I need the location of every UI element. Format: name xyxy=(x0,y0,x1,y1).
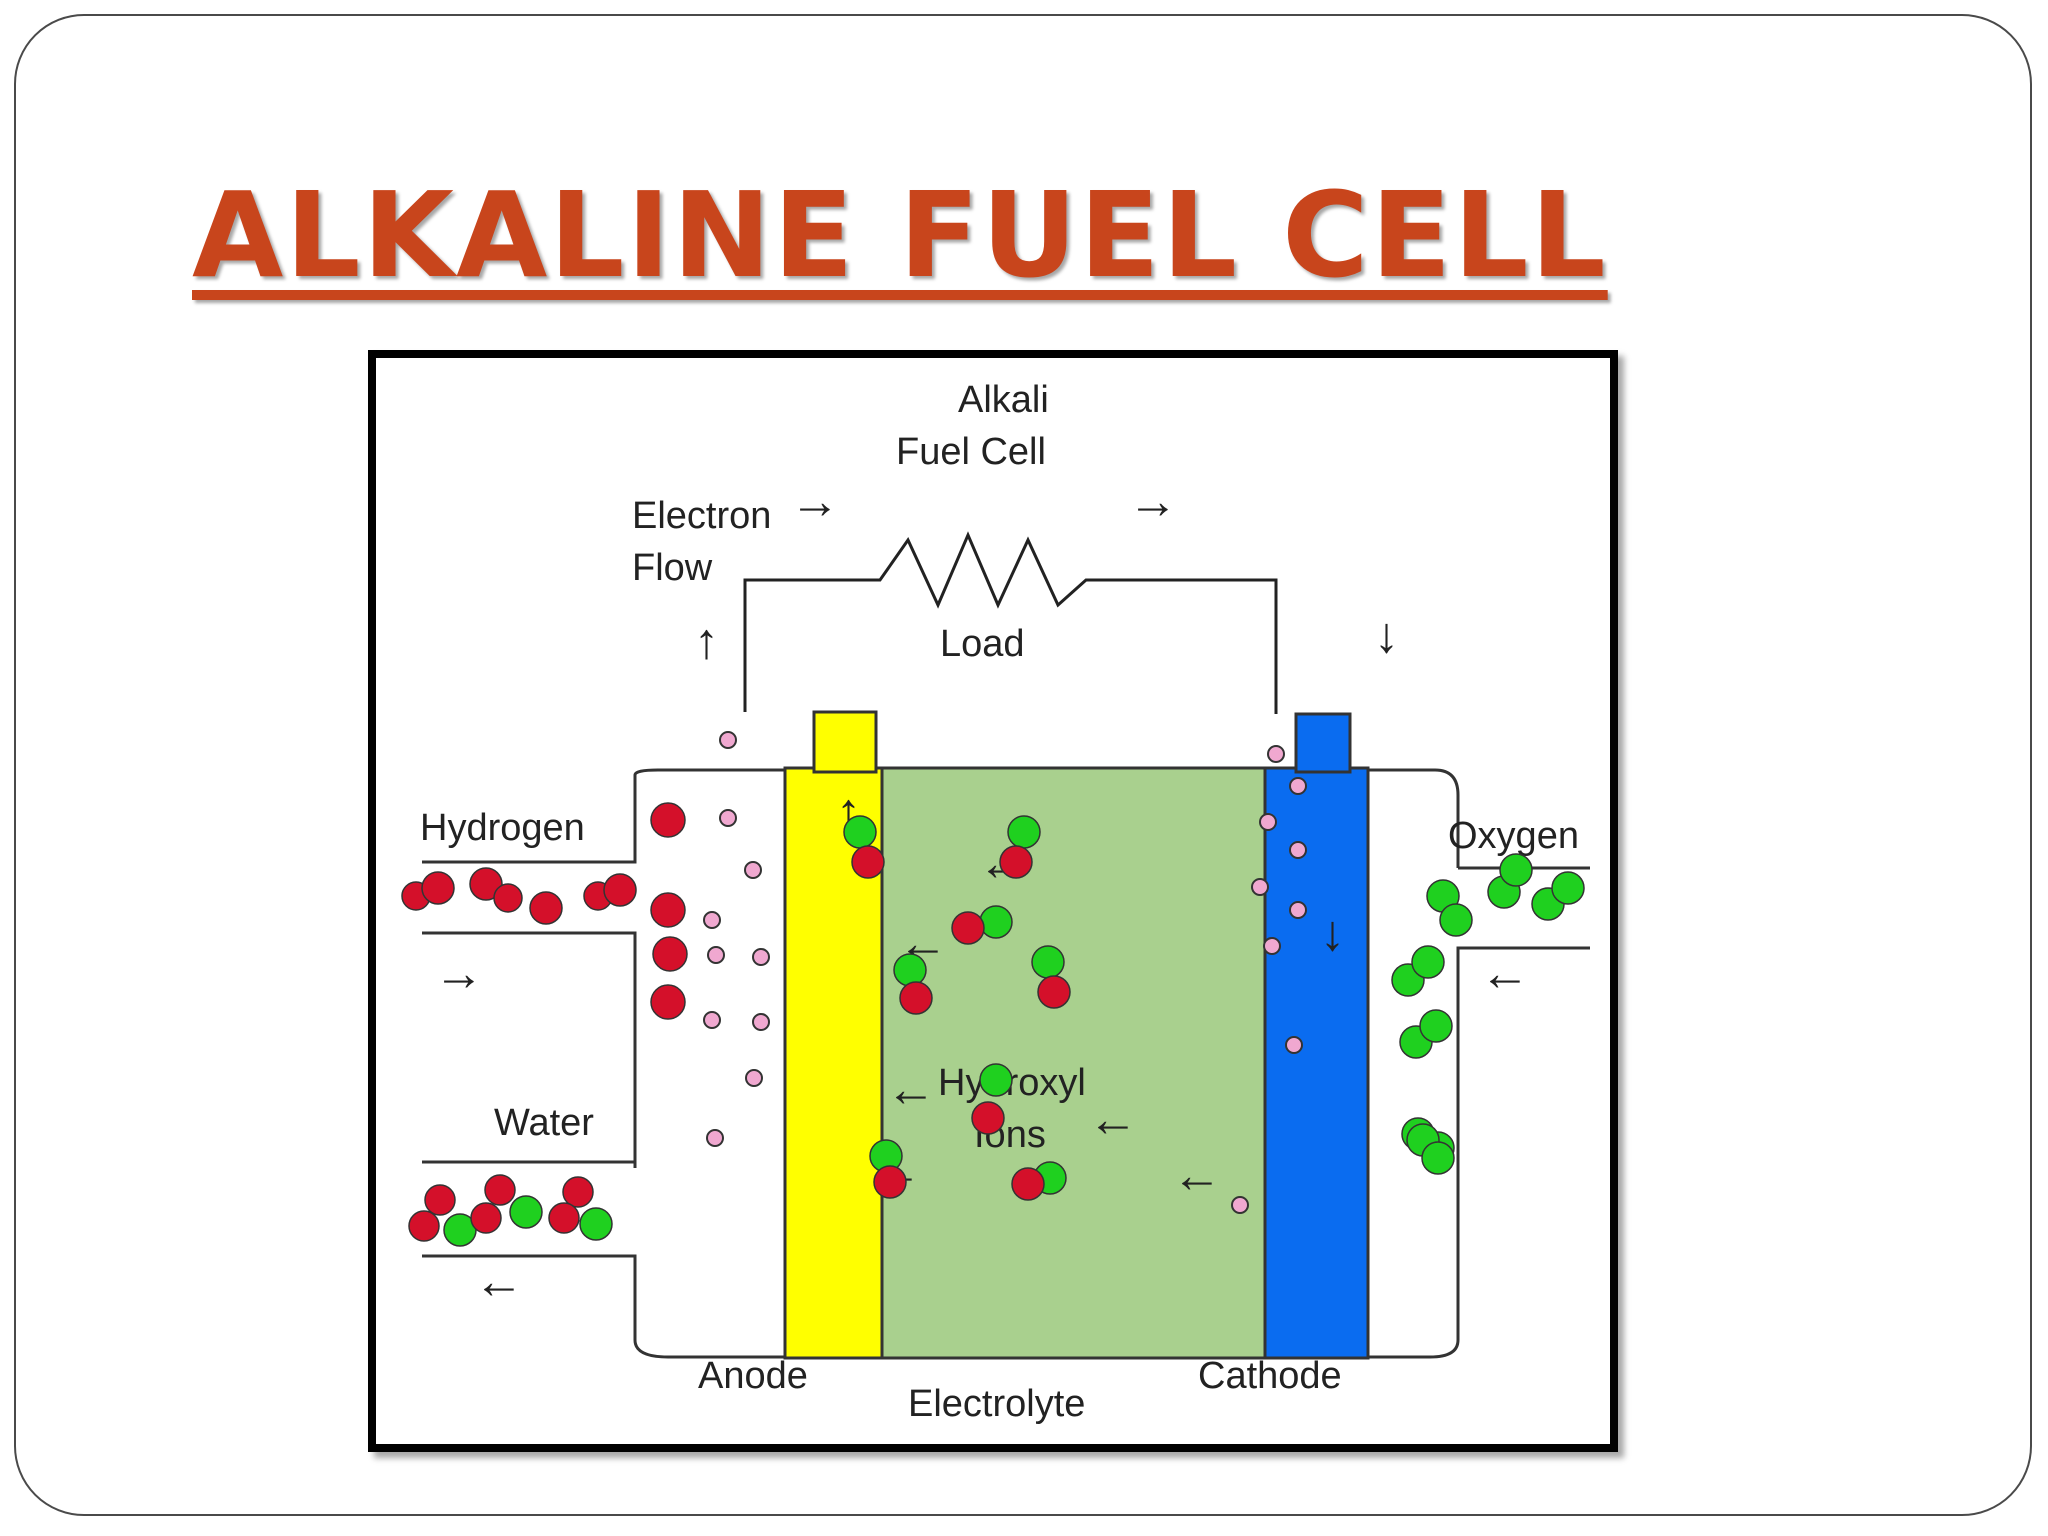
oxygen-atom xyxy=(1499,853,1533,887)
hydrogen-atom xyxy=(1011,1167,1045,1201)
hydrogen-atom xyxy=(408,1210,440,1242)
electron xyxy=(707,946,725,964)
oxygen-atom xyxy=(1421,1141,1455,1175)
electron xyxy=(1259,813,1277,831)
cathode-plate xyxy=(1263,766,1370,1360)
electron xyxy=(1267,745,1285,763)
electron xyxy=(745,1069,763,1087)
oxygen-label: Oxygen xyxy=(1448,815,1579,857)
hydrogen-atom xyxy=(999,845,1033,879)
oxygen-atom xyxy=(979,905,1013,939)
hydrogen-atom xyxy=(424,1184,456,1216)
electron xyxy=(752,1013,770,1031)
oxygen-atom xyxy=(1551,871,1585,905)
ion-flow-arrow: ← xyxy=(886,1061,936,1117)
electron xyxy=(752,948,770,966)
heading-line2: Fuel Cell xyxy=(896,431,1046,473)
cathode-electron-arrow-down: ↓ xyxy=(1320,905,1345,961)
oxygen-atom xyxy=(1439,903,1473,937)
hydrogen-atom xyxy=(650,892,686,928)
electron xyxy=(1251,878,1269,896)
hydrogen-atom xyxy=(851,845,885,879)
cathode-terminal xyxy=(1294,712,1352,774)
hydrogen-atom xyxy=(548,1202,580,1234)
electron-flow-label-line2: Flow xyxy=(632,547,713,589)
anode-terminal xyxy=(812,710,878,774)
oxygen-atom xyxy=(579,1207,613,1241)
hydrogen-atom xyxy=(603,873,637,907)
slide-frame xyxy=(14,14,2032,1516)
oxygen-atom xyxy=(1411,945,1445,979)
oxygen-atom xyxy=(893,953,927,987)
hydrogen-atom xyxy=(469,867,503,901)
hydrogen-inflow-arrow: → xyxy=(434,945,484,1001)
oxygen-atom xyxy=(1007,815,1041,849)
hydrogen-atom xyxy=(899,981,933,1015)
electron xyxy=(719,731,737,749)
electron xyxy=(1289,777,1307,795)
electron xyxy=(706,1129,724,1147)
electrolyte-region xyxy=(880,766,1267,1360)
oxygen-atom xyxy=(509,1195,543,1229)
electron xyxy=(744,861,762,879)
electron xyxy=(719,809,737,827)
molecule-layer xyxy=(401,731,1585,1247)
hydrogen-atom xyxy=(493,883,523,913)
hydrogen-atom xyxy=(484,1174,516,1206)
hydrogen-atom xyxy=(652,936,688,972)
hydrogen-atom xyxy=(650,802,686,838)
hydrogen-atom xyxy=(421,871,455,905)
cathode-label: Cathode xyxy=(1198,1355,1342,1397)
fuel-cell-diagram: Alkali Fuel Cell Electron Flow Load Hydr… xyxy=(368,350,1618,1452)
electron-flow-arrow-down: ↓ xyxy=(1374,607,1399,663)
slide-title: ALKALINE FUEL CELL xyxy=(192,166,1608,304)
hydrogen-label: Hydrogen xyxy=(420,807,585,849)
oxygen-atom xyxy=(843,815,877,849)
oxygen-atom xyxy=(979,1063,1013,1097)
electron-flow-arrow-up: ↑ xyxy=(694,613,719,669)
oxygen-atom xyxy=(1419,1009,1453,1043)
electron-flow-arrow-right: → xyxy=(1128,473,1178,529)
oxygen-inflow-arrow: ← xyxy=(1480,945,1530,1001)
electrolyte-label: Electrolyte xyxy=(908,1383,1085,1425)
hydrogen-atom xyxy=(562,1176,594,1208)
anode-label: Anode xyxy=(698,1355,808,1397)
water-outflow-arrow: ← xyxy=(474,1253,524,1309)
electron-flow-label-line1: Electron xyxy=(632,495,771,537)
electron xyxy=(1231,1196,1249,1214)
electron xyxy=(703,1011,721,1029)
ion-flow-arrow: ← xyxy=(1088,1091,1138,1147)
hydrogen-atom xyxy=(650,984,686,1020)
electron-flow-arrow-right: → xyxy=(790,473,840,529)
electron xyxy=(1289,901,1307,919)
hydrogen-atom xyxy=(971,1101,1005,1135)
heading-line1: Alkali xyxy=(958,379,1049,421)
electron xyxy=(1289,841,1307,859)
load-label: Load xyxy=(940,623,1025,665)
hydrogen-atom xyxy=(529,891,563,925)
hydrogen-atom xyxy=(470,1202,502,1234)
electron xyxy=(1263,937,1281,955)
oxygen-atom xyxy=(1031,945,1065,979)
electron xyxy=(703,911,721,929)
water-label: Water xyxy=(494,1102,594,1144)
electron xyxy=(1285,1036,1303,1054)
external-circuit-wire xyxy=(743,531,1278,714)
ion-flow-arrow: ← xyxy=(1172,1147,1222,1203)
hydrogen-atom xyxy=(951,911,985,945)
hydrogen-atom xyxy=(1037,975,1071,1009)
hydrogen-atom xyxy=(873,1165,907,1199)
